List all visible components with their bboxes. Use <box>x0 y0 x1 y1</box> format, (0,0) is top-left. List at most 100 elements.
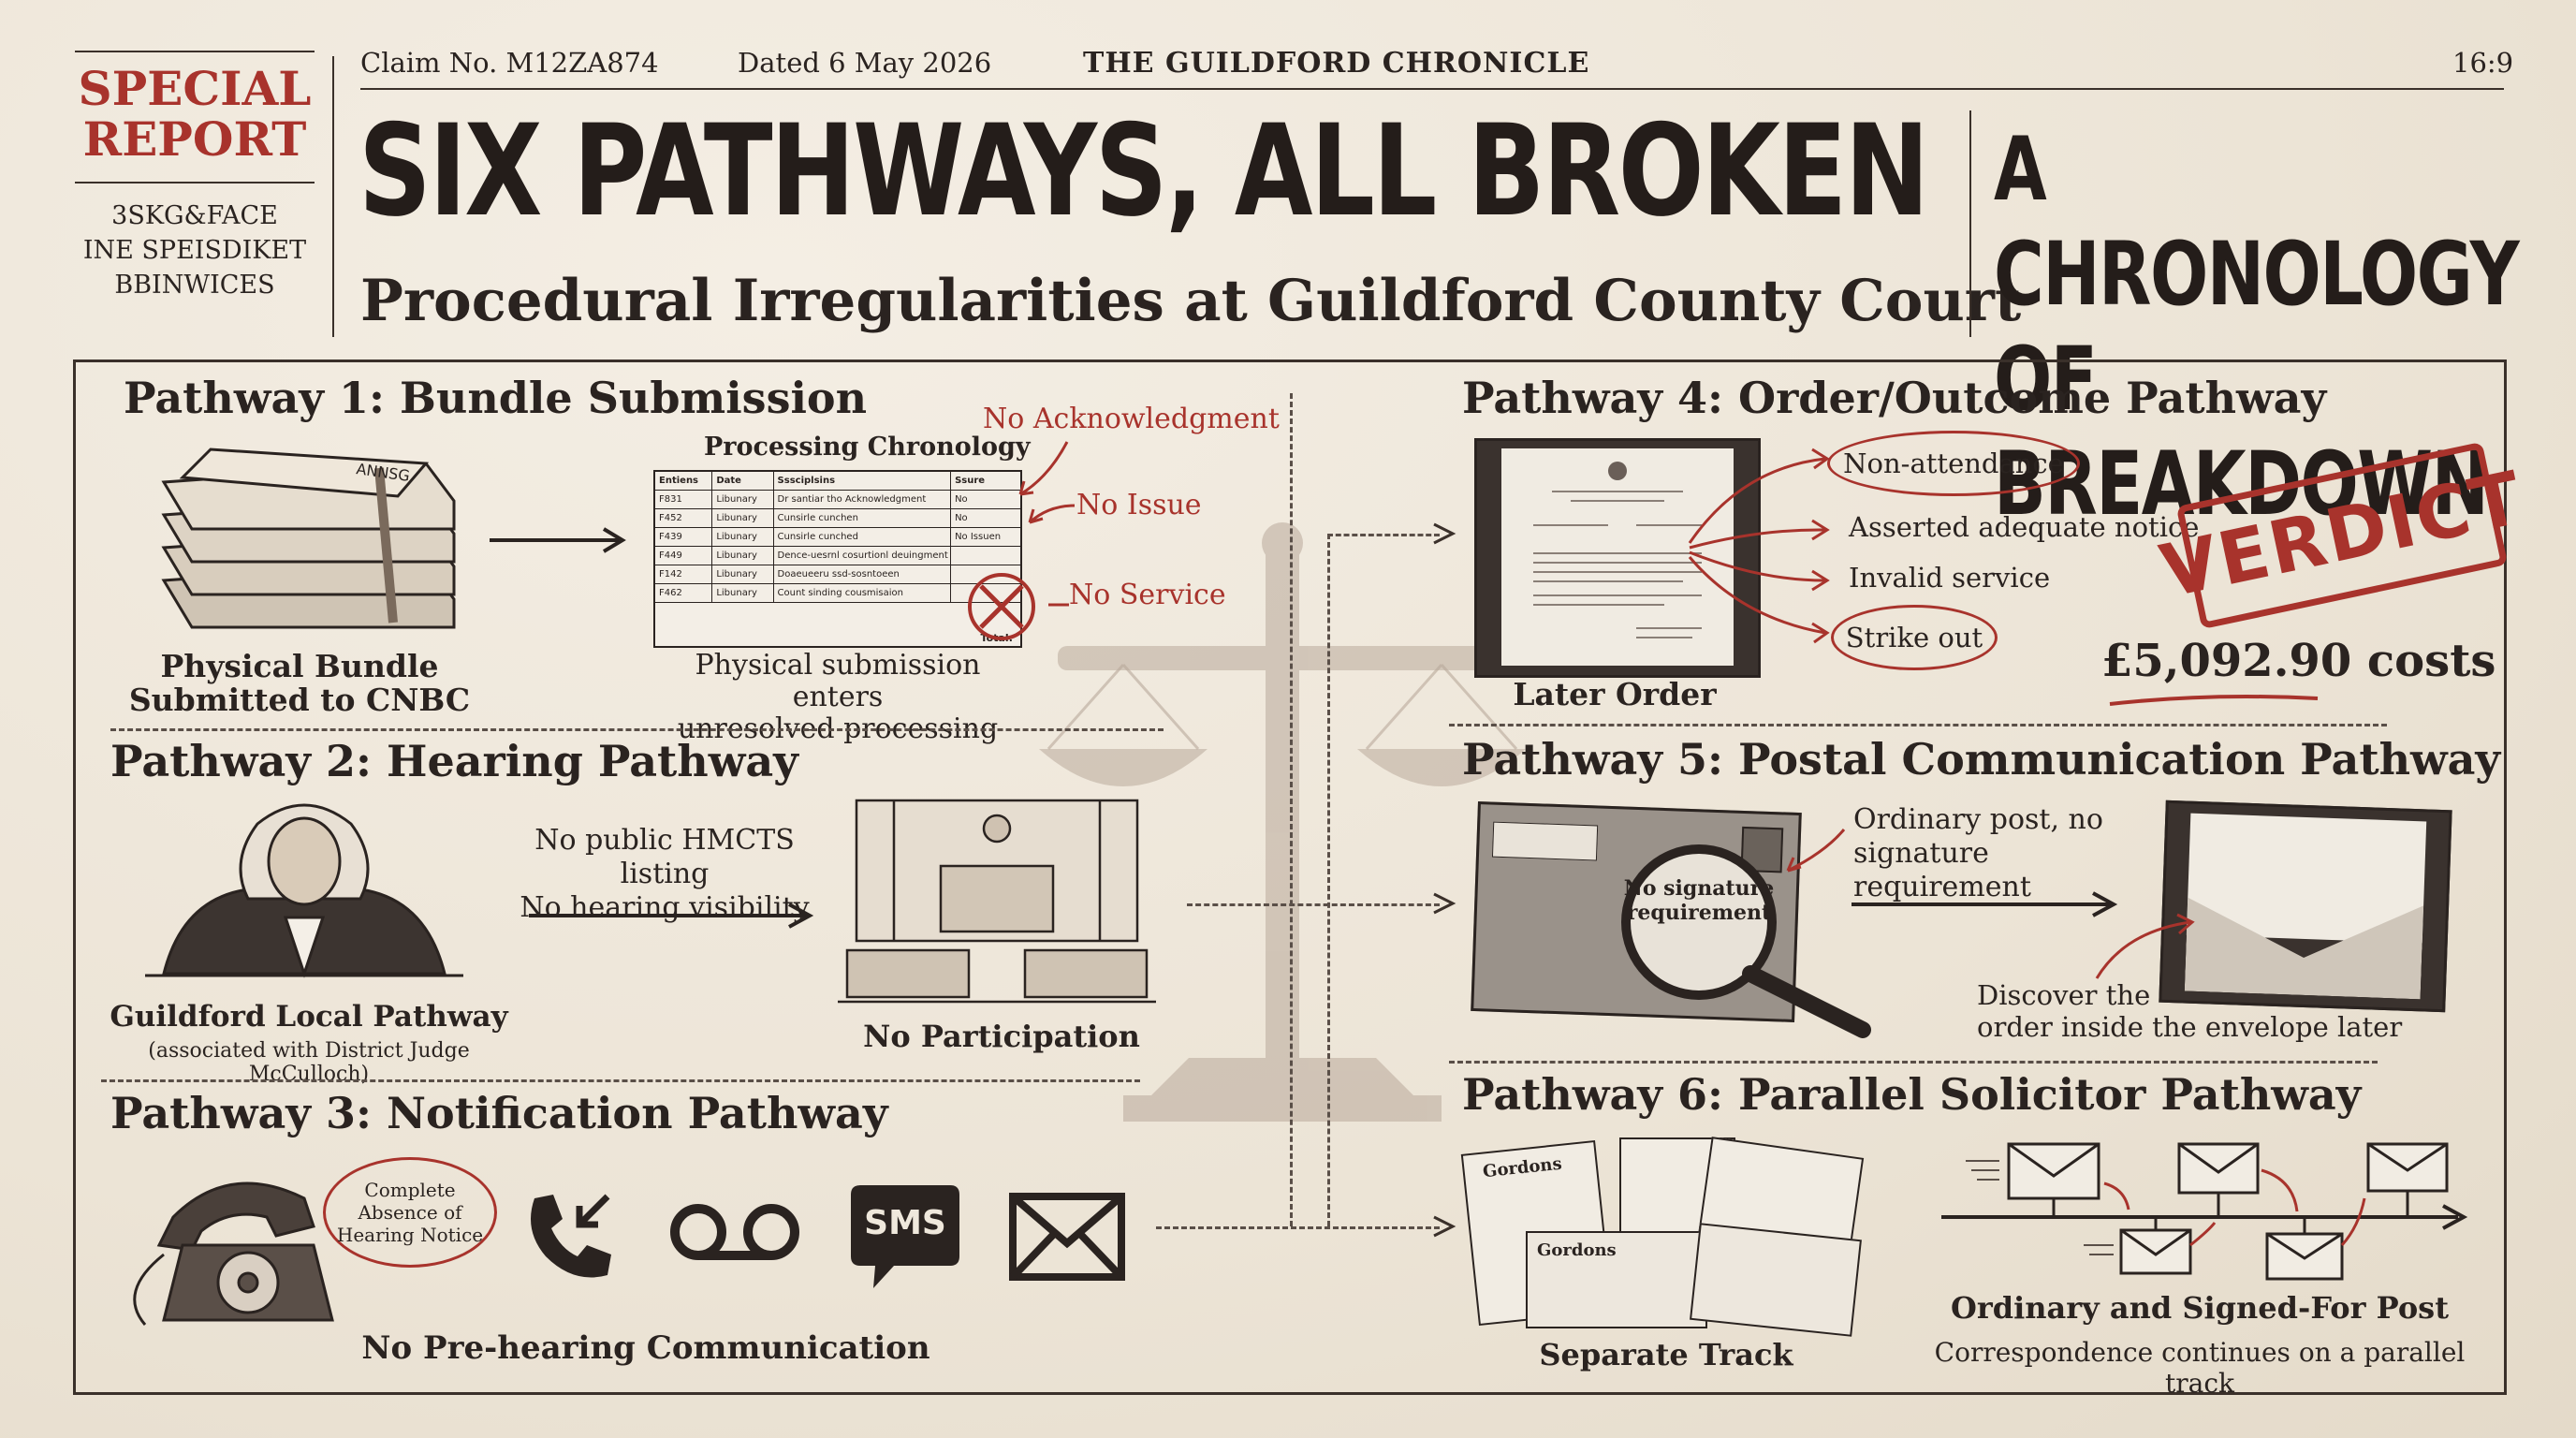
table-cell: Doaeueeru ssd-sosntoeen <box>774 565 952 583</box>
table-cell: Cunsirle cunched <box>774 528 952 546</box>
pathway1-title: Pathway 1: Bundle Submission <box>124 373 868 423</box>
callout-no-issue: No Issue <box>1076 489 1202 521</box>
order-outcome-arrows <box>1688 448 1830 644</box>
arrowhead-icon <box>1433 1215 1456 1238</box>
hearing-notice-oval: Complete Absence of Hearing Notice <box>323 1157 497 1268</box>
post-subcaption: Correspondence continues on a parallel t… <box>1934 1337 2466 1399</box>
order-text-lines <box>1533 462 1702 638</box>
masthead-divider <box>332 56 334 337</box>
missed-call-icon <box>531 1194 611 1278</box>
side-headline: A CHRONOLOGY OF BREAKDOWN <box>1994 119 2520 536</box>
branch-connector <box>1327 534 1330 1226</box>
discover-note: Discover the order inside the envelope l… <box>1977 979 2403 1043</box>
post-caption: Ordinary and Signed-For Post <box>1951 1290 2449 1326</box>
judge-icon <box>145 803 463 978</box>
pathway5-title: Pathway 5: Postal Communication Pathway <box>1462 734 2501 785</box>
later-order-caption: Later Order <box>1513 676 1717 712</box>
section-divider <box>1449 724 2387 726</box>
table-cell: F831 <box>655 491 713 508</box>
courtroom-icon <box>838 799 1156 1004</box>
table-cell: F142 <box>655 565 713 583</box>
central-connector <box>1290 393 1293 1226</box>
table-cell: Date <box>712 472 774 490</box>
item-invalid-service: Invalid service <box>1849 562 2051 594</box>
arrowhead-icon <box>1433 522 1456 545</box>
section-divider <box>110 728 1164 731</box>
arrow-right-icon <box>1852 891 2118 917</box>
parallel-post-timeline <box>1941 1142 2468 1281</box>
discover-pointer <box>2095 913 2195 979</box>
arrow-right-icon <box>490 527 626 553</box>
costs-amount: £5,092.90 costs <box>2101 635 2496 687</box>
masthead-side-text: 3SKG&FACE INE SPEISDIKET BBINWICES <box>82 201 307 300</box>
later-order-document <box>1474 438 1761 678</box>
arrow-right-icon <box>529 902 814 929</box>
table-cell: Libunary <box>712 491 774 508</box>
table-cell: No <box>955 494 968 505</box>
claim-number: Claim No. M12ZA874 <box>360 47 659 79</box>
table-cell: Libunary <box>712 547 774 565</box>
masthead-rule <box>75 51 315 52</box>
pathway4-title: Pathway 4: Order/Outcome Pathway <box>1462 373 2327 423</box>
sms-label: SMS <box>864 1204 946 1242</box>
item-non-attendance: Non-attendance <box>1827 431 2080 496</box>
table-cell: F439 <box>655 528 713 546</box>
subheadline: Procedural Irregularities at Guildford C… <box>360 268 2022 334</box>
no-service-cross-icon <box>968 573 1035 640</box>
note-pointer <box>1786 829 1846 873</box>
table-cell: F462 <box>655 584 713 602</box>
callout-arrows <box>1018 441 1076 607</box>
section-divider <box>101 1079 1140 1082</box>
arrowhead-icon <box>1433 892 1456 915</box>
table-cell: Cunsirle cunchen <box>774 509 952 527</box>
bundle-stack-icon: ANNSG <box>161 448 456 629</box>
table-cell: Libunary <box>712 528 774 546</box>
publication-name: THE GUILDFORD CHRONICLE <box>1083 47 1590 80</box>
letter-brand: Gordons <box>1537 1240 1617 1260</box>
scales-of-justice-icon <box>1039 522 1526 1122</box>
voicemail-icon <box>670 1204 799 1260</box>
postal-note: Ordinary post, no signature requirement <box>1853 803 2103 903</box>
costs-underline <box>2109 695 2319 706</box>
item-adequate-notice: Asserted adequate notice <box>1849 511 2200 543</box>
court-caption: No Participation <box>863 1019 1140 1054</box>
magnifier-icon <box>1621 844 1871 1038</box>
judge-caption: Guildford Local Pathway <box>110 1000 508 1034</box>
table-cell: No Issuen <box>955 532 1002 542</box>
solicitor-letters: Gordons Gordons <box>1460 1137 1865 1337</box>
pathway3-title: Pathway 3: Notification Pathway <box>110 1088 888 1138</box>
callout-no-service: No Service <box>1069 579 1226 611</box>
table-cell: Libunary <box>712 565 774 583</box>
table-cell: Dr santiar tho Acknowledgment <box>774 491 952 508</box>
magnifier-text: No signature requirement <box>1623 876 1775 925</box>
item-strike-out: Strike out <box>1831 605 1998 670</box>
masthead-rule <box>75 182 315 183</box>
special-report-label: SPECIAL REPORT <box>78 61 312 167</box>
table-title: Processing Chronology <box>704 433 1031 462</box>
hearing-arrow-text: No public HMCTS listing No hearing visib… <box>520 824 810 924</box>
connector-to-p4 <box>1327 534 1440 536</box>
table-cell: Count sinding cousmisaion <box>774 584 952 602</box>
headline-divider <box>1969 110 1971 337</box>
table-cell: No <box>955 513 968 523</box>
separate-track-caption: Separate Track <box>1539 1337 1793 1372</box>
envelope-icon <box>1009 1193 1125 1281</box>
pathway6-title: Pathway 6: Parallel Solicitor Pathway <box>1462 1069 2362 1120</box>
table-cell: Ssure <box>955 476 986 486</box>
pathway3-caption: No Pre-hearing Communication <box>361 1329 930 1367</box>
callout-no-acknowledgment: No Acknowledgment <box>983 403 1280 435</box>
table-cell: Sssciplsins <box>774 472 952 490</box>
table-cell: F449 <box>655 547 713 565</box>
main-frame <box>73 360 2507 1395</box>
aspect-label: 16:9 <box>2452 47 2514 79</box>
section-divider <box>1449 1061 2378 1064</box>
